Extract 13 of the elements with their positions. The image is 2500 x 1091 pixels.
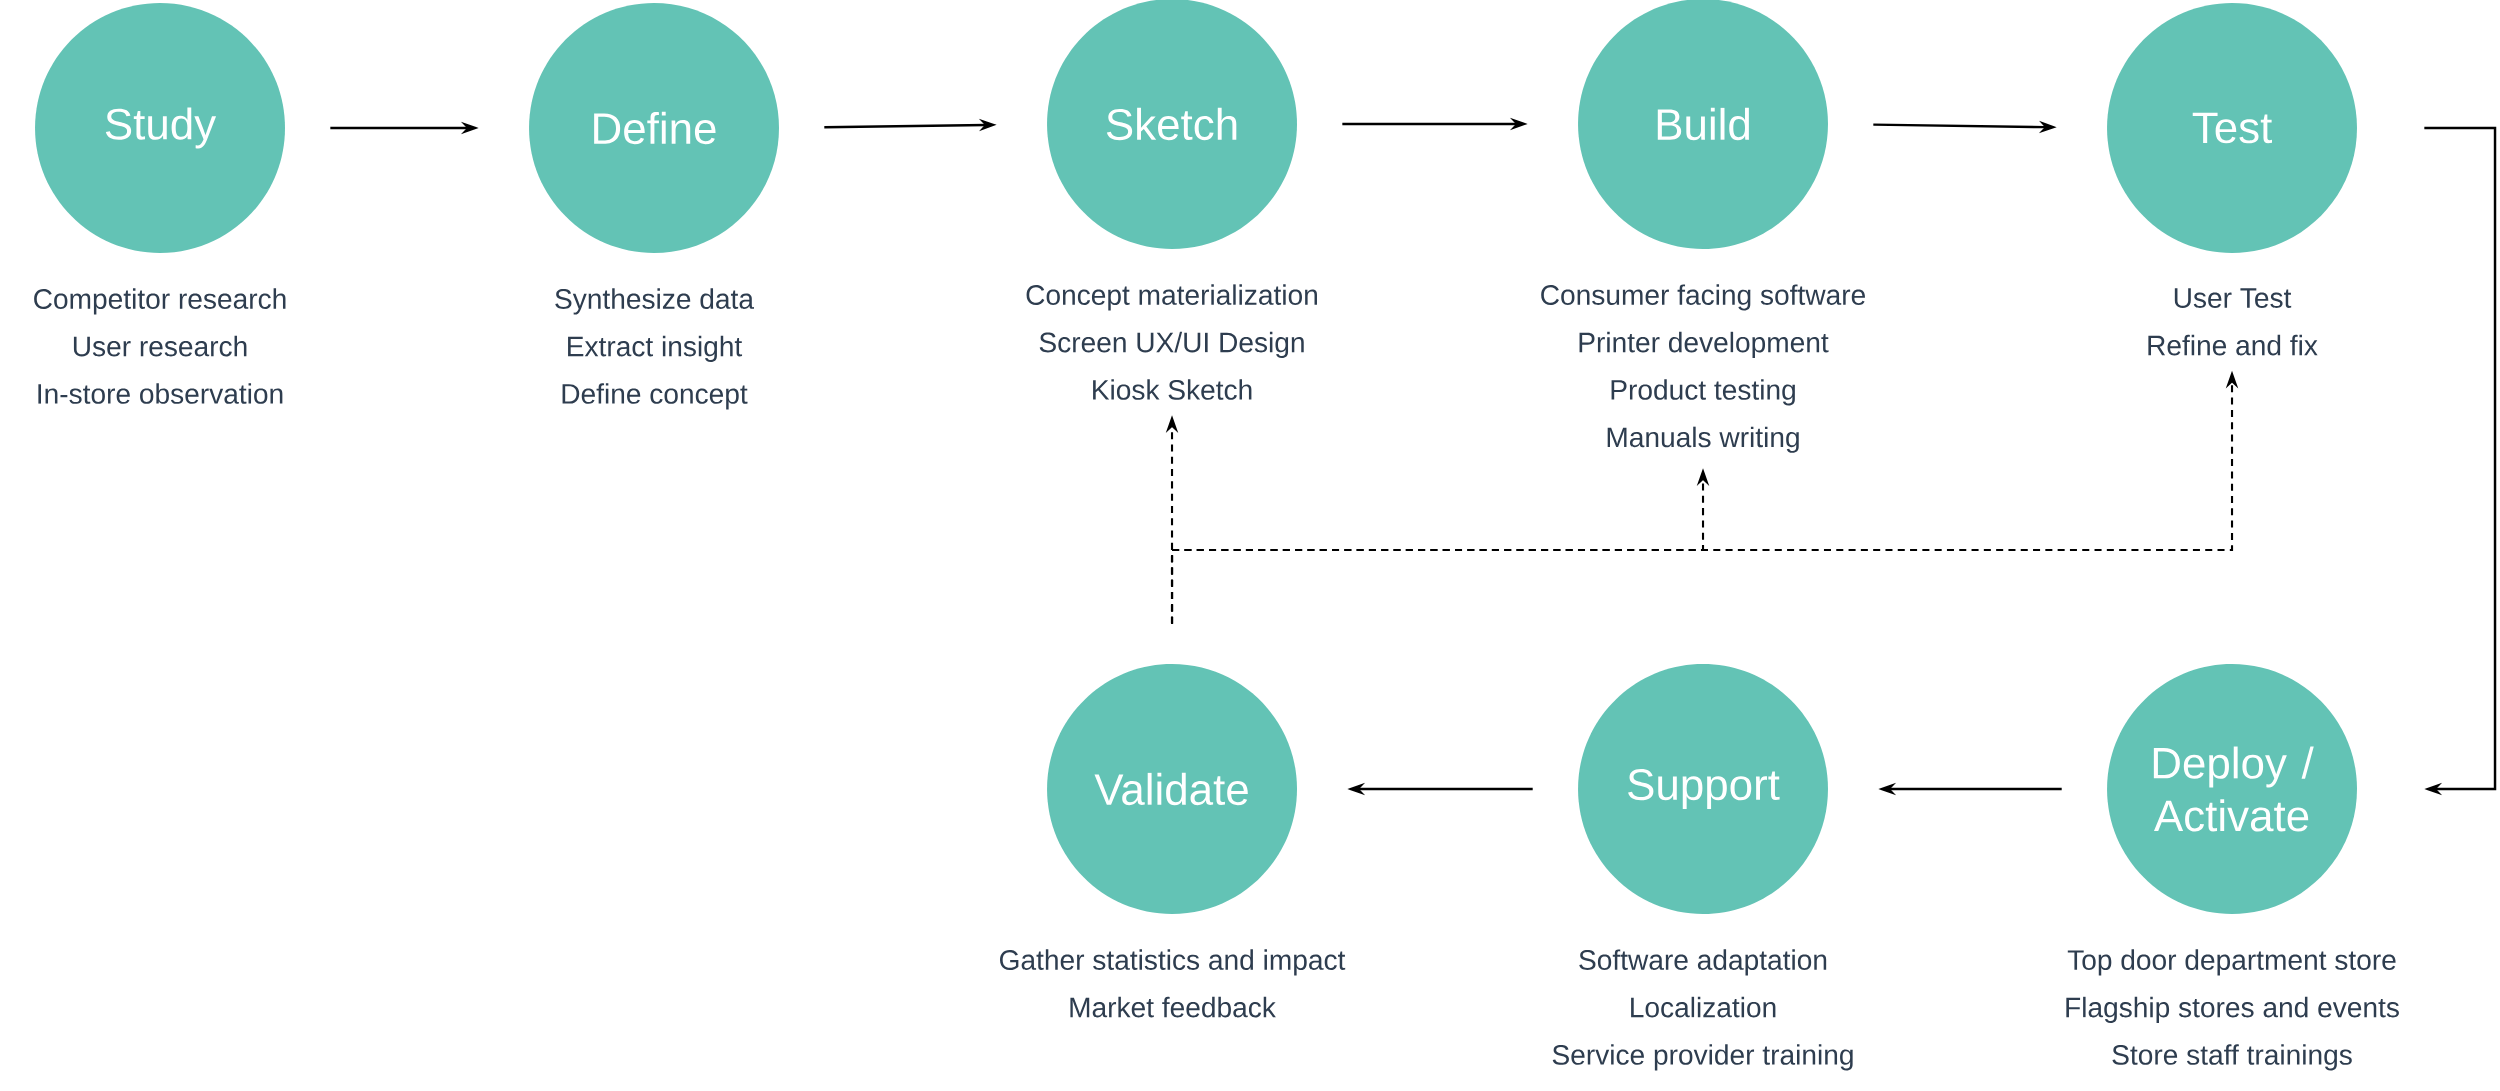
node-label: Printer development (1579, 331, 1829, 358)
step-description: User Test Refine and fix (2148, 288, 2318, 356)
node-label: Consumer facing software (1541, 284, 1865, 311)
node-label: Product testing (1611, 379, 1795, 406)
arrow (2424, 126, 2497, 796)
step-description: Synthesize data Extract insight Define concept (555, 288, 754, 410)
step-description: Gather statistics and impact Market feedback (1000, 949, 1346, 1018)
node-label: Manuals writing (1607, 426, 1799, 453)
step-description: Competitor research User research In-store observation (34, 288, 286, 404)
step-description: Concept materialization Screen UX/UI Design Kiosk Sketch (1026, 284, 1317, 400)
step-description: Consumer facing software Printer development Product testing Manuals writing (1541, 284, 1865, 453)
step-description: Software adaptation Localization Service provider training (1552, 949, 1853, 1071)
step-description: Top door department store Flagship stores and events Store staff trainings (2066, 949, 2399, 1071)
